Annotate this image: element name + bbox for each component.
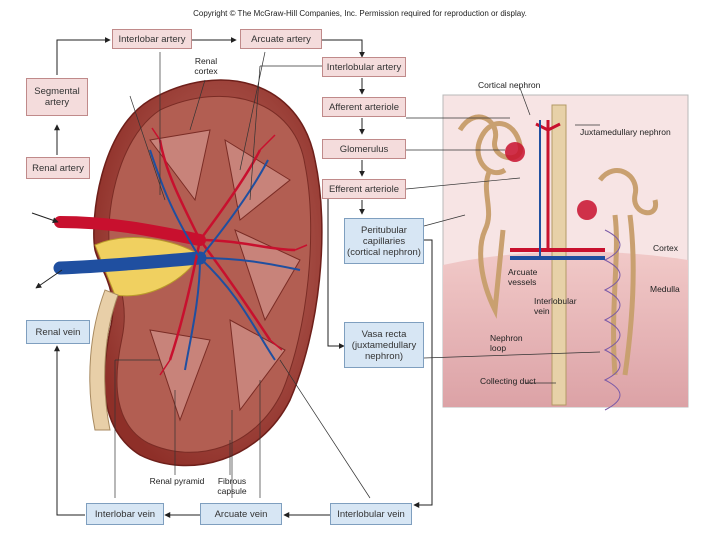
renal-pyramid-5 bbox=[149, 329, 211, 422]
interlobular-vein-inset-label: Interlobular vein bbox=[534, 296, 586, 316]
ureter bbox=[89, 289, 119, 431]
leader-lines bbox=[114, 51, 601, 499]
renal-artery-label: Renal artery bbox=[32, 162, 84, 174]
peritubular-label-3: (cortical nephron) bbox=[347, 246, 421, 258]
nephron-loop-text-1: Nephron bbox=[490, 333, 523, 343]
interlobar-vein-label: Interlobar vein bbox=[94, 508, 156, 520]
collecting-duct-shape bbox=[551, 104, 567, 406]
arcuate-vein-box: Arcuate vein bbox=[200, 503, 282, 525]
renal-vessels bbox=[53, 127, 308, 376]
cortex-label: Cortex bbox=[653, 243, 679, 253]
interlobar-vein-box: Interlobar vein bbox=[86, 503, 164, 525]
glomerulus-box: Glomerulus bbox=[322, 139, 406, 159]
copyright-notice: Copyright © The McGraw-Hill Companies, I… bbox=[193, 9, 527, 18]
efferent-arteriole-box: Efferent arteriole bbox=[322, 179, 406, 199]
interlobular-vein-inset-text-1: Interlobular bbox=[534, 296, 577, 306]
renal-pyramid-4 bbox=[229, 319, 286, 412]
renal-artery-box: Renal artery bbox=[26, 157, 90, 179]
arcuate-vessels-text-1: Arcuate bbox=[508, 267, 538, 277]
vasa-recta-label-2: (juxtamedullary bbox=[351, 339, 417, 351]
renal-cortex-label: Renal cortex bbox=[186, 56, 226, 76]
segmental-artery-box: Segmental artery bbox=[26, 78, 88, 116]
glomerulus-label: Glomerulus bbox=[339, 143, 389, 155]
vasa-recta-box: Vasa recta (juxtamedullary nephron) bbox=[344, 322, 424, 368]
nephron-loop-label: Nephron loop bbox=[490, 333, 530, 353]
interlobular-artery-label: Interlobular artery bbox=[326, 61, 402, 73]
fibrous-capsule-text-2: capsule bbox=[217, 486, 247, 496]
renal-cortex-text-1: Renal bbox=[194, 56, 218, 66]
vasa-recta-label-3: nephron) bbox=[364, 350, 404, 362]
juxtamedullary-glomerulus bbox=[577, 200, 597, 220]
peritubular-label-1: Peritubular bbox=[361, 224, 407, 236]
interlobular-artery-vessel bbox=[535, 120, 561, 250]
arcuate-artery-label: Arcuate artery bbox=[251, 33, 311, 45]
fibrous-capsule-text-1: Fibrous bbox=[217, 476, 247, 486]
segmental-artery-label-2: artery bbox=[44, 97, 70, 108]
afferent-arteriole-box: Afferent arteriole bbox=[322, 97, 406, 117]
renal-pyramid-label: Renal pyramid bbox=[149, 476, 205, 486]
flow-connectors bbox=[54, 37, 433, 518]
efferent-arteriole-label: Efferent arteriole bbox=[328, 183, 400, 195]
renal-artery-vessel bbox=[54, 216, 206, 246]
renal-vein-box: Renal vein bbox=[26, 320, 90, 344]
renal-cortex-text-2: cortex bbox=[194, 66, 218, 76]
fibrous-capsule-label: Fibrous capsule bbox=[210, 476, 254, 496]
cortical-glomerulus bbox=[505, 142, 525, 162]
interlobular-vein-box: Interlobular vein bbox=[330, 503, 412, 525]
arcuate-vessels-label: Arcuate vessels bbox=[508, 267, 548, 287]
kidney-section bbox=[89, 79, 323, 467]
renal-pyramid-1 bbox=[149, 129, 211, 202]
interlobar-artery-label: Interlobar artery bbox=[118, 33, 186, 45]
renal-artery-in-arrow bbox=[31, 212, 59, 224]
afferent-arteriole-label: Afferent arteriole bbox=[328, 101, 400, 113]
medulla-label: Medulla bbox=[650, 284, 680, 294]
vasa-recta-label-1: Vasa recta bbox=[361, 328, 407, 340]
arcuate-vessels-text-2: vessels bbox=[508, 277, 537, 287]
interlobar-artery-box: Interlobar artery bbox=[112, 29, 192, 49]
arcuate-vein-label: Arcuate vein bbox=[214, 508, 268, 520]
arcuate-artery-box: Arcuate artery bbox=[240, 29, 322, 49]
nephron-loop-text-2: loop bbox=[490, 343, 507, 353]
juxtamedullary-nephron-label: Juxtamedullary nephron bbox=[580, 127, 671, 137]
interlobular-vein-inset-text-2: vein bbox=[534, 306, 550, 316]
peritubular-label-2: capillaries bbox=[362, 235, 406, 247]
interlobular-artery-box: Interlobular artery bbox=[322, 57, 406, 77]
segmental-artery-label-1: Segmental bbox=[34, 86, 80, 97]
renal-pyramid-3 bbox=[234, 229, 301, 322]
interlobular-vein-label: Interlobular vein bbox=[337, 508, 405, 520]
renal-vein-out-arrow bbox=[35, 269, 63, 289]
peritubular-capillaries-box: Peritubular capillaries (cortical nephro… bbox=[344, 218, 424, 264]
cortical-nephron-label: Cortical nephron bbox=[478, 80, 541, 90]
nephron-inset bbox=[442, 94, 689, 411]
renal-vein-label: Renal vein bbox=[35, 326, 81, 338]
collecting-duct-label: Collecting duct bbox=[480, 376, 536, 386]
renal-vein-vessel bbox=[53, 251, 207, 275]
